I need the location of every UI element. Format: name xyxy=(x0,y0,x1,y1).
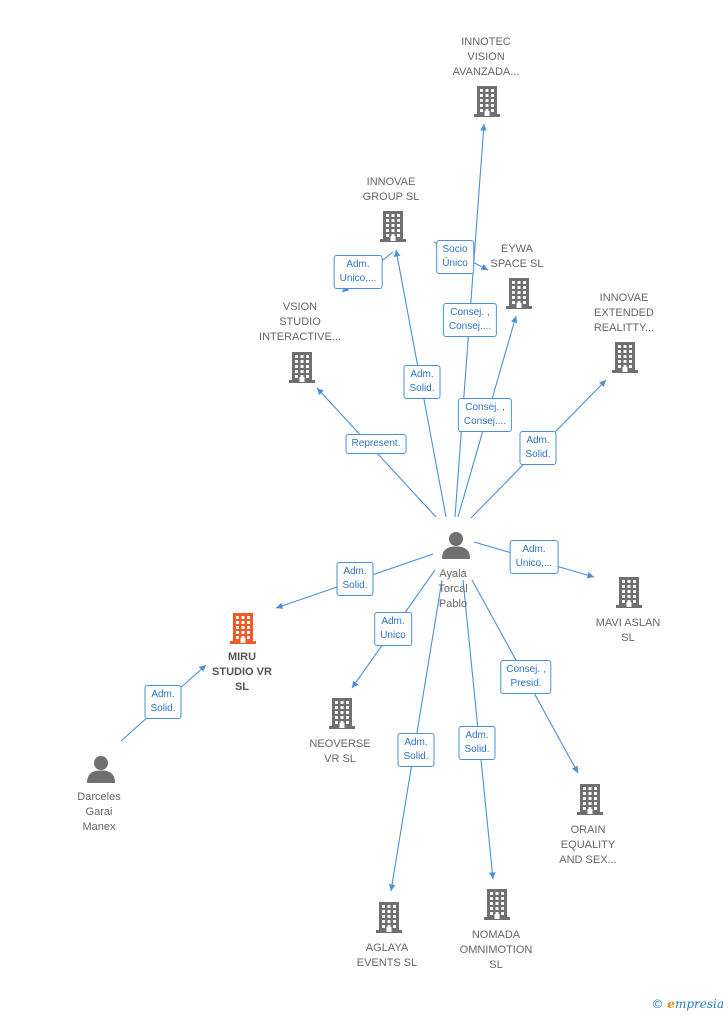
edge-label-ayala-nomada[interactable]: Adm. Solid. xyxy=(458,726,496,760)
edge-label-innovae-vsion[interactable]: Adm. Unico,... xyxy=(333,255,383,289)
building-icon xyxy=(374,900,404,939)
node-label: ORAIN EQUALITY AND SEX... xyxy=(559,824,617,866)
empresia-footer[interactable]: © empresia xyxy=(651,997,724,1011)
node-label: EYWA SPACE SL xyxy=(490,243,544,270)
node-label: AGLAYA EVENTS SL xyxy=(356,942,418,969)
person-icon xyxy=(441,531,471,564)
empresia-logo-text: mpresia xyxy=(674,997,724,1011)
building-icon xyxy=(614,575,644,614)
edge-label-ayala-mavi[interactable]: Adm. Unico,... xyxy=(509,540,559,574)
building-icon xyxy=(228,611,258,650)
building-icon xyxy=(504,276,534,315)
copyright-icon: © xyxy=(651,997,664,1011)
building-icon xyxy=(287,350,317,389)
node-label: INNOVAE EXTENDED REALITTY... xyxy=(593,292,655,334)
edge-label-ayala-vsion[interactable]: Represent. xyxy=(345,434,407,454)
edge-label-ayala-innotec[interactable]: Consej. , Consej.... xyxy=(442,303,498,337)
node-label: MIRU STUDIO VR SL xyxy=(212,651,272,693)
empresia-logo-initial: e xyxy=(667,997,675,1011)
edge-label-ayala-miru[interactable]: Adm. Solid. xyxy=(336,562,374,596)
node-label: Ayala Torcal Pablo xyxy=(438,568,468,610)
building-icon xyxy=(482,887,512,926)
node-label: VSION STUDIO INTERACTIVE... xyxy=(259,301,341,343)
edge-label-ayala-orain[interactable]: Consej. , Presid. xyxy=(500,660,552,694)
edge-label-innovae-eywa[interactable]: Socio Único xyxy=(436,240,474,274)
node-label: INNOTEC VISION AVANZADA... xyxy=(452,36,520,78)
building-icon xyxy=(472,84,502,123)
node-label: Darceles Garai Manex xyxy=(77,791,121,833)
node-label: INNOVAE GROUP SL xyxy=(362,176,420,203)
node-label: NEOVERSE VR SL xyxy=(309,738,371,765)
building-icon xyxy=(610,340,640,379)
edge-label-ayala-innovae_ext[interactable]: Adm. Solid. xyxy=(519,431,557,465)
edge-label-ayala-eywa[interactable]: Consej. , Consej.... xyxy=(457,398,513,432)
edge-label-ayala-innovae[interactable]: Adm. Solid. xyxy=(403,365,441,399)
node-label: MAVI ASLAN SL xyxy=(595,617,661,644)
building-icon xyxy=(575,782,605,821)
building-icon xyxy=(378,209,408,248)
edges-layer xyxy=(120,123,607,892)
node-label: NOMADA OMNIMOTION SL xyxy=(459,929,533,971)
edge-label-ayala-aglaya[interactable]: Adm. Solid. xyxy=(397,733,435,767)
edge-label-darceles-miru[interactable]: Adm. Solid. xyxy=(144,685,182,719)
edge-label-ayala-neoverse[interactable]: Adm. Unico xyxy=(374,612,412,646)
building-icon xyxy=(327,696,357,735)
person-icon xyxy=(86,755,116,788)
